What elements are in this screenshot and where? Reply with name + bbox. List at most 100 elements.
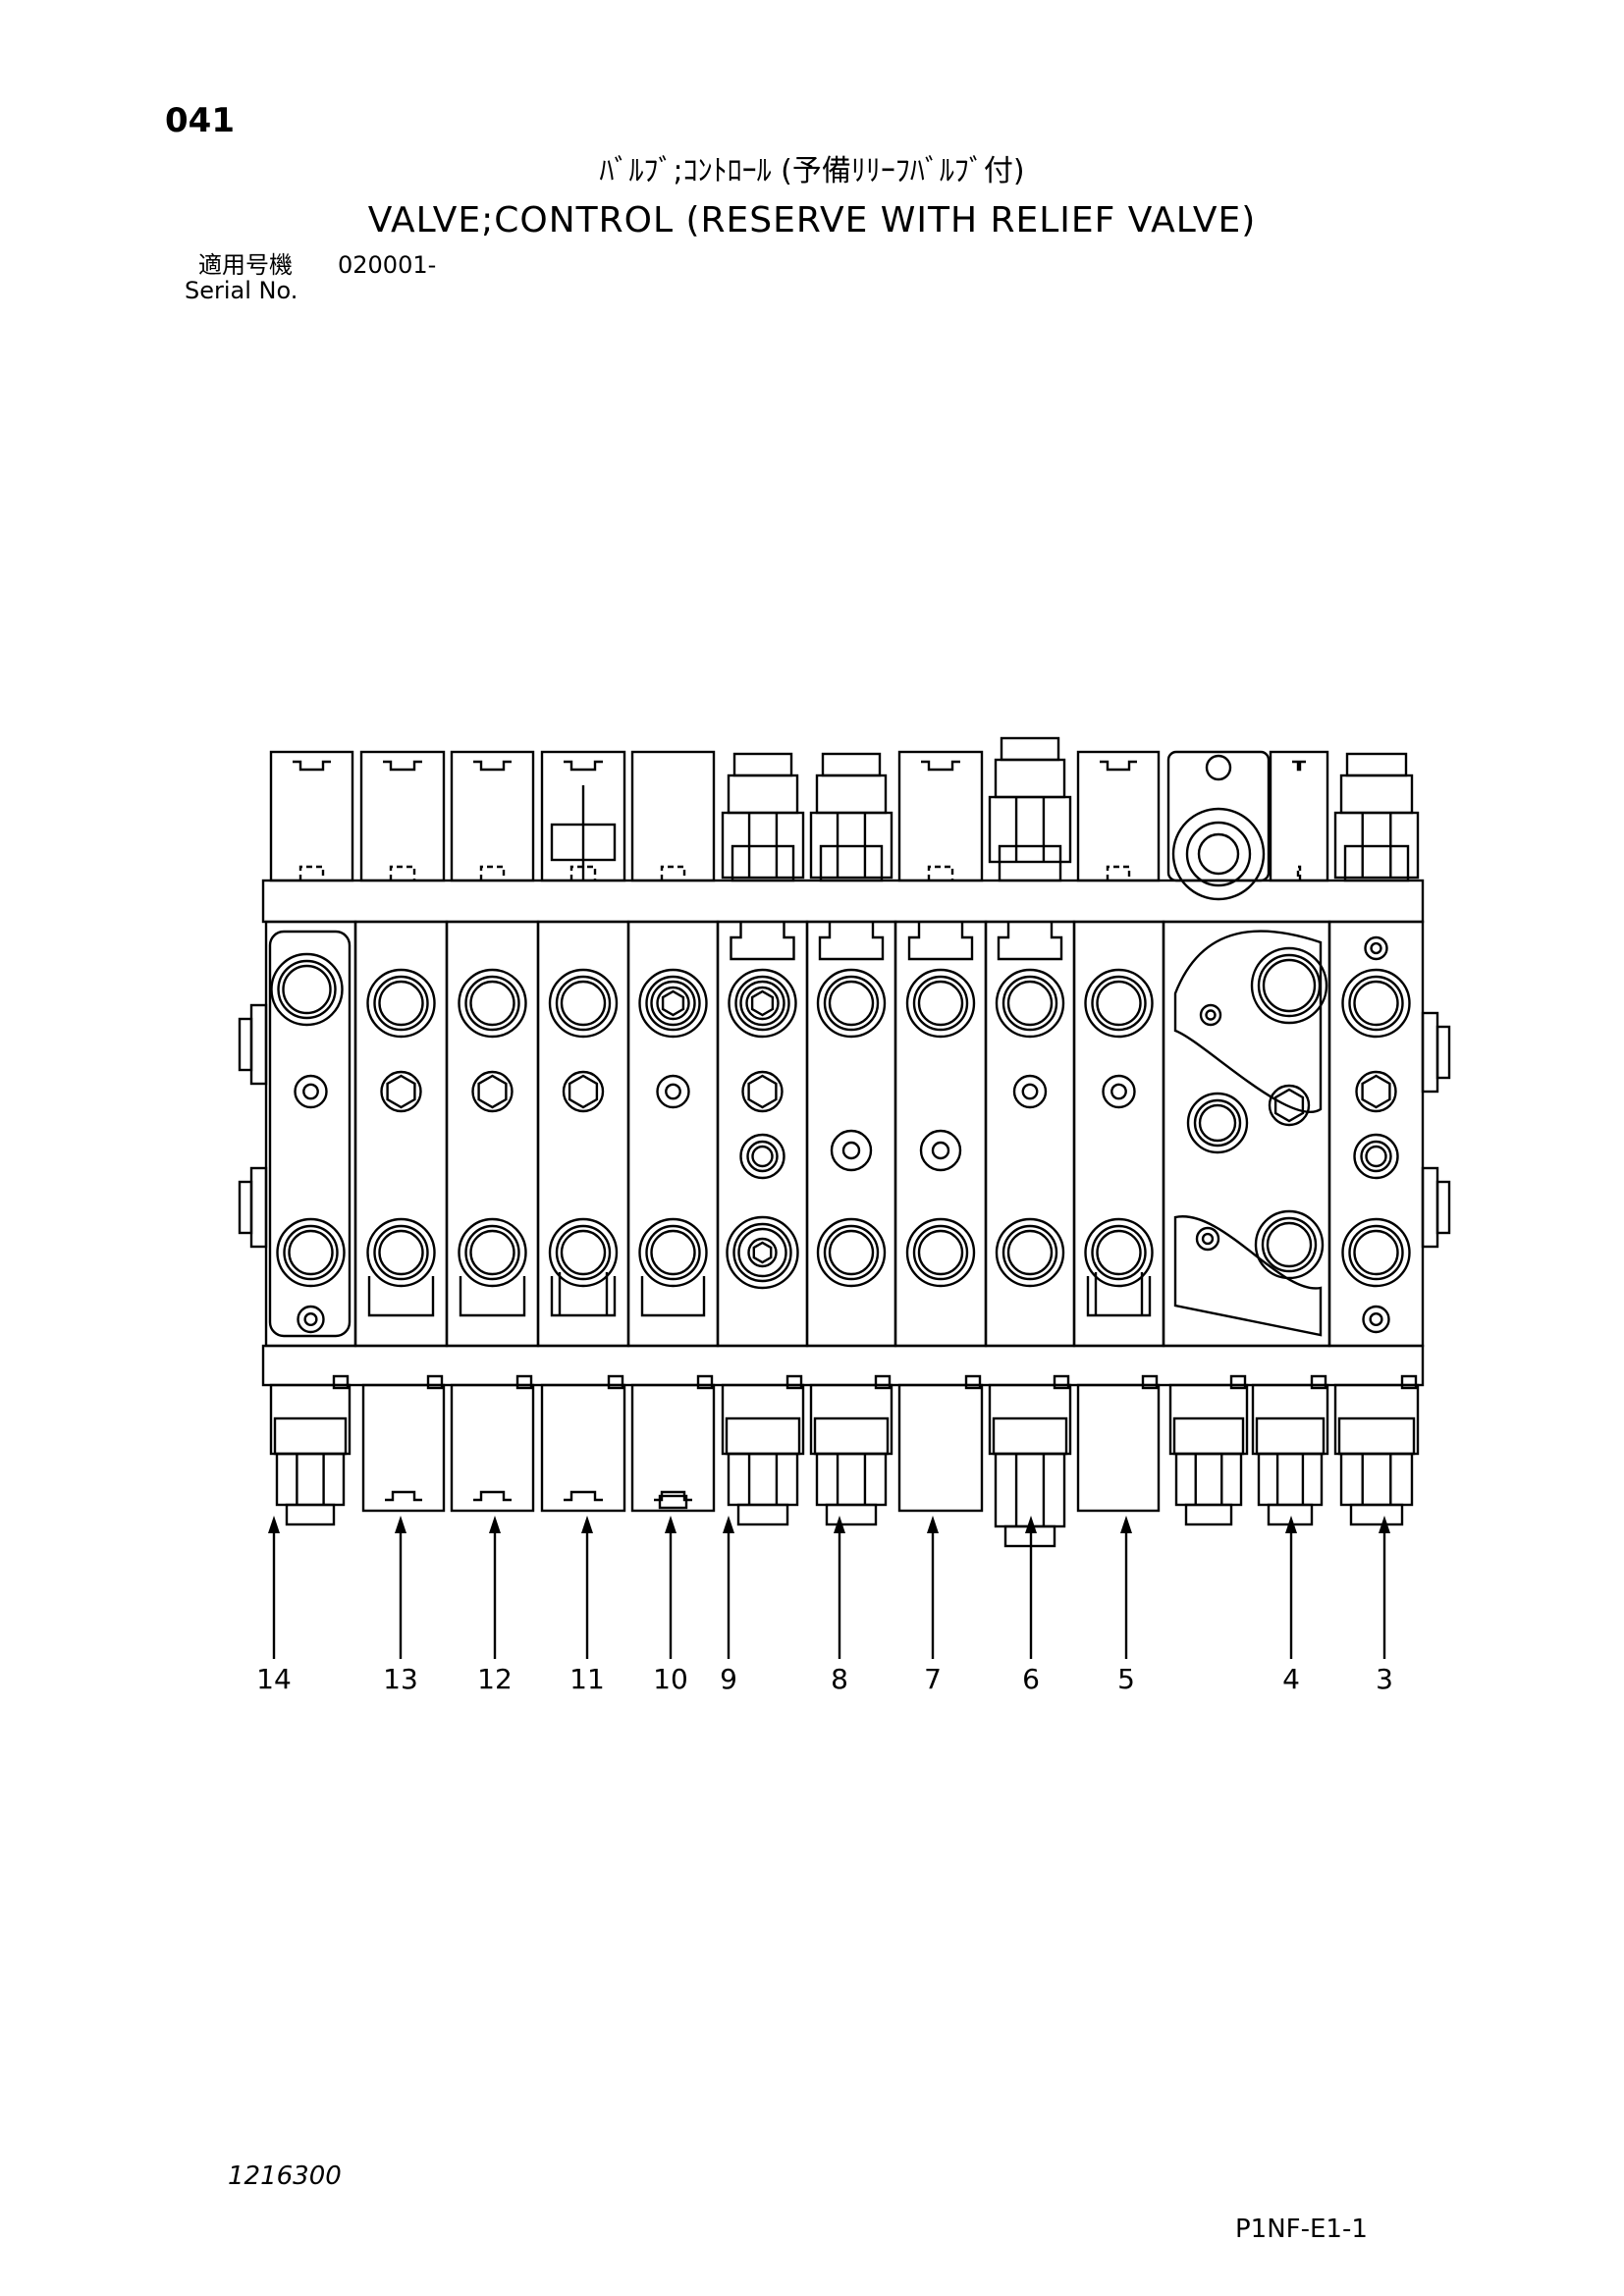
cap-body (897, 750, 984, 882)
relief-nut (825, 1503, 878, 1526)
bottom-cap-8 (897, 1374, 984, 1513)
port-lower-bore (288, 1229, 334, 1276)
port-lower-inner (1348, 1224, 1404, 1281)
top-cap-5 (630, 750, 716, 882)
port-lower-bore (828, 1229, 875, 1276)
top-cap-12 (1269, 750, 1329, 882)
port-lower (276, 1217, 346, 1288)
port-lower-bore (650, 1229, 696, 1276)
valve-section-1 (264, 920, 357, 1348)
section-outline (268, 930, 352, 1338)
port-lower (638, 1217, 708, 1288)
callout-4: 4 (1282, 1663, 1300, 1695)
port-lower-bore (560, 1229, 607, 1276)
cap-body (450, 750, 535, 882)
port-upper (270, 952, 344, 1027)
port-lower-bore (469, 1229, 515, 1276)
center-bolt-center (1110, 1083, 1127, 1100)
port-lower-inner (464, 1224, 520, 1281)
relief-hex (1257, 1452, 1324, 1507)
page-number: 041 (165, 101, 235, 140)
relief-hex (1339, 774, 1414, 815)
relief-bracket-bolt-center (1205, 1009, 1217, 1021)
mid-port-inner (1193, 1098, 1242, 1148)
section-bottom-bolt (1362, 1305, 1390, 1334)
left-side-bolt-1 (238, 1003, 268, 1086)
relief-step (1255, 1416, 1326, 1456)
bolt-head (238, 1180, 253, 1235)
port-lower-inner (555, 1224, 612, 1281)
port-upper-plug-hex (661, 989, 685, 1017)
cap-body (540, 1383, 626, 1513)
top-cap-8 (897, 750, 984, 882)
cap-hidden-line (389, 865, 416, 881)
top-cap-6 (721, 752, 805, 882)
valve-section-2 (353, 920, 449, 1348)
bolt-washer (1421, 1166, 1439, 1249)
relief-base (998, 844, 1062, 882)
port-lower-bore (1006, 1229, 1054, 1276)
section-bottom-bolt-center (303, 1311, 318, 1327)
cap-mark (1100, 760, 1137, 772)
section-lip (459, 1276, 526, 1317)
cap-body (1076, 1383, 1161, 1513)
port-upper-bore (378, 980, 424, 1027)
leader-arrow-13 (395, 1516, 406, 1533)
section-lip-notch (558, 1272, 609, 1315)
center-boss-core (841, 1141, 861, 1160)
cap-hidden-line (660, 865, 686, 881)
callout-11: 11 (569, 1663, 605, 1695)
bottom-cap-12 (1251, 1374, 1329, 1526)
relief-body (809, 811, 893, 880)
cap-mark (293, 760, 331, 772)
callout-12: 12 (477, 1663, 513, 1695)
cap-tab (1310, 1374, 1327, 1390)
mid-port (1186, 1092, 1249, 1154)
bottom-cap-11 (1168, 1374, 1249, 1526)
relief-bracket-bolt (1199, 1003, 1222, 1027)
relief-base (731, 844, 795, 882)
port-upper-inner (555, 975, 612, 1032)
center-port-inner (746, 1140, 779, 1173)
cap-mark (385, 1490, 422, 1502)
bolt-head (238, 1017, 253, 1072)
center-bolt-center (665, 1083, 681, 1100)
cap-body (1076, 750, 1161, 882)
relief-hex (1174, 1452, 1243, 1507)
cap-mark (473, 760, 512, 772)
port-upper-inner (277, 959, 337, 1020)
boss-top-bolt (1205, 754, 1232, 781)
relief-hex (994, 1452, 1066, 1528)
top-cap-7 (809, 752, 893, 882)
cap-mark (921, 760, 960, 772)
center-plug (741, 1070, 784, 1113)
cap-tab (1053, 1374, 1070, 1390)
center-plug-hex (1361, 1074, 1391, 1109)
relief-nut (736, 1503, 789, 1526)
relief-hex (815, 774, 888, 815)
mid-port-bore (1198, 1103, 1237, 1143)
cap-tab (607, 1374, 624, 1390)
cap-mark (383, 760, 422, 772)
relief-nut (1184, 1503, 1233, 1526)
cap-hidden-line (479, 865, 506, 881)
port-lower-inner (732, 1222, 792, 1283)
bottom-cap-5 (630, 1374, 716, 1513)
port-upper-inner (1348, 975, 1404, 1032)
port-upper-inner (1001, 975, 1058, 1032)
port-upper (728, 968, 797, 1039)
relief-port (1250, 946, 1328, 1025)
valve-section-6 (716, 920, 809, 1348)
port-upper-inner (373, 975, 429, 1032)
lower-bolt (1195, 1226, 1220, 1252)
valve-section-10 (1072, 920, 1165, 1348)
relief-step (813, 1416, 890, 1456)
relief-hex (815, 1452, 888, 1507)
port-lower-plug-hex (752, 1241, 773, 1264)
port-upper (458, 968, 527, 1039)
cap-tab (785, 1374, 803, 1390)
port-lower-bore (378, 1229, 424, 1276)
right-side-bolt-2 (1421, 1166, 1451, 1249)
